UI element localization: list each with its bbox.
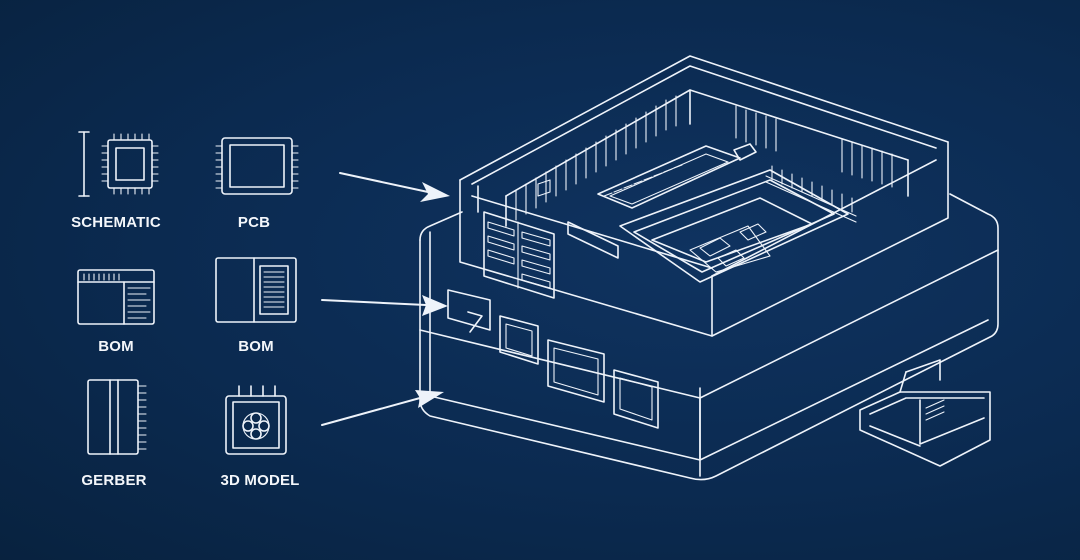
bom-panel-icon <box>215 257 297 323</box>
icon-label-gerber: GERBER <box>81 472 147 489</box>
icon-label-schematic: SCHEMATIC <box>71 214 161 231</box>
arrow-top <box>339 172 450 202</box>
icon-label-pcb: PCB <box>237 214 271 231</box>
pcb-chip-icon <box>215 137 299 195</box>
3d-model-icon <box>225 385 287 455</box>
arrow-middle <box>321 295 448 316</box>
icon-label-bom-sheet: BOM <box>98 338 134 355</box>
icon-label-bom-panel: BOM <box>238 338 274 355</box>
arrow-bottom <box>321 390 444 426</box>
schematic-chip-icon <box>78 131 159 197</box>
bom-sheet-icon <box>77 269 155 325</box>
gerber-layer-icon <box>87 379 147 455</box>
icon-label-3d-model: 3D MODEL <box>220 472 300 489</box>
enclosure-drawing <box>419 55 999 481</box>
